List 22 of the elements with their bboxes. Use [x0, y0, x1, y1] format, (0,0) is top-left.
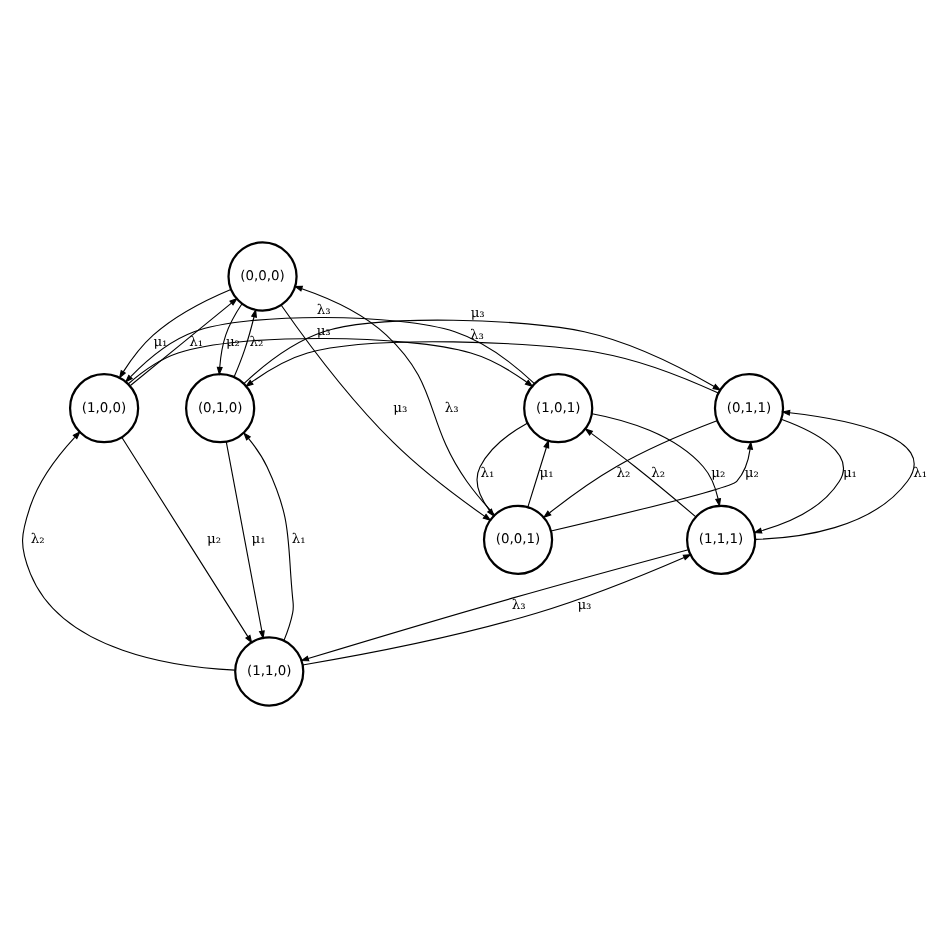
arrow [752, 418, 844, 534]
arrow [243, 341, 718, 394]
arrow [526, 439, 549, 508]
arrow [215, 303, 242, 376]
arrow [117, 288, 231, 380]
arrow [242, 431, 293, 642]
arrow [583, 428, 696, 518]
arrow [224, 441, 264, 640]
arrow [292, 285, 495, 516]
arrow [21, 430, 235, 671]
arrow [279, 304, 491, 522]
arrow [120, 437, 252, 644]
arrow [123, 316, 535, 385]
arrow [242, 319, 721, 391]
arrow [753, 409, 914, 540]
arrow [475, 422, 527, 518]
arrow [541, 420, 717, 519]
arrow [128, 297, 238, 387]
arrow [232, 308, 256, 378]
arrow [590, 413, 721, 508]
arrow [126, 337, 533, 388]
arrow [549, 440, 753, 532]
